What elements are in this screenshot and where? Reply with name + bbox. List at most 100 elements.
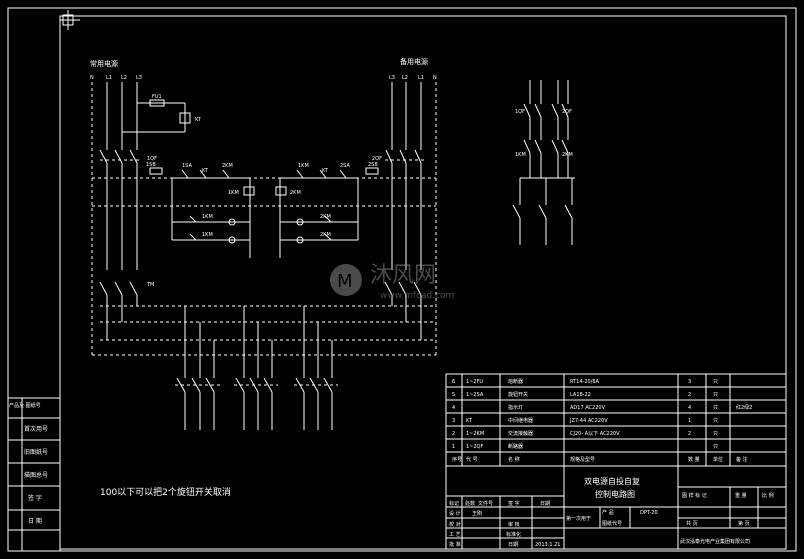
watermark-text: 沐风网	[370, 263, 436, 288]
tb-design: 设 计	[449, 510, 461, 517]
bom-row-3-unit: 只	[713, 405, 718, 411]
bom-row-1-qty: 3	[688, 379, 691, 385]
bom-header-no: 序号	[452, 456, 462, 463]
left-control-circuit: 1SB 1SA KT 2KM 1KM 1KM 1KM	[146, 162, 255, 258]
bom-row-4-qty: 1	[688, 418, 691, 424]
bom-row-2-spec: LA18-22	[570, 392, 591, 398]
strip-cell-4: 描图总号	[24, 471, 48, 479]
bom-row-6-name: 断路器	[508, 443, 523, 450]
bom-header-name: 名 称	[508, 456, 520, 463]
outer-frame	[7, 7, 797, 552]
standby-phase-l3: L3	[389, 75, 395, 81]
tb-sample-mark: 图 样 标 记	[682, 492, 707, 499]
bom-row-6-unit: 只	[713, 444, 718, 450]
output-busbars	[92, 305, 436, 356]
km1-aux-label-2: 1KM	[202, 232, 213, 238]
bom-table	[445, 373, 787, 467]
fu-left-label: FU1	[152, 94, 162, 100]
strip-cell-6: 日 期	[28, 517, 42, 525]
main-feeder-lines	[91, 82, 437, 355]
right-control-circuit: 2SB 1KM KT 2SA 2KM 2KM 2KM	[275, 162, 379, 258]
bom-row-1-no: 6	[452, 379, 455, 385]
bom-row-1-code: 1~2FU	[466, 379, 483, 385]
standby-phase-n: N	[433, 75, 437, 81]
km1-aux-label: 1KM	[202, 214, 213, 220]
watermark-url: www.mfcad.com	[380, 291, 454, 301]
bom-row-2-qty: 2	[688, 392, 691, 398]
main-phase-l3: L3	[136, 75, 142, 81]
tb-file-no: 文件号	[478, 500, 493, 507]
feeder-drops	[175, 306, 338, 430]
km1-nc-label: 1KM	[298, 163, 309, 169]
tb-product: 产 品	[602, 509, 614, 516]
bom-header-qty: 数 量	[688, 456, 700, 463]
tb-page: 第 页	[738, 520, 750, 527]
sb-left-label: 1SB	[146, 162, 156, 168]
sa1-label: 1SA	[182, 163, 192, 169]
bom-row-1-name: 熔断器	[508, 378, 523, 385]
tm-label: TM	[146, 282, 154, 288]
bom-row-4-spec: JZ7-44 AC220V	[569, 418, 608, 424]
bom-header-spec: 规格及型号	[570, 456, 595, 463]
sb-right-label: 2SB	[368, 162, 378, 168]
tb-count: 处数	[465, 500, 475, 507]
title-block: 双电源自投自复 控制电路图 标记 处数 文件号 签 字 日期 设 计 王刚 校 …	[445, 465, 787, 550]
bom-row-4-code: KT	[466, 418, 473, 424]
bom-row-2-name: 旋钮开关	[508, 391, 528, 398]
km2-aux-label: 2KM	[320, 214, 331, 220]
bom-row-3-no: 4	[452, 405, 455, 411]
bom-header-note: 备 注	[736, 456, 748, 463]
origin-marker	[60, 10, 80, 30]
bom-row-5-no: 2	[452, 431, 455, 437]
main-phase-n: N	[90, 75, 94, 81]
bom-row-3-qty: 4	[688, 405, 691, 411]
tb-review: 审 核	[508, 521, 520, 528]
kt-contact-right: KT	[322, 168, 329, 174]
main-source-label: 常用电源	[90, 59, 118, 68]
standby-source-label: 备用电源	[400, 57, 428, 66]
kt-contact-left: KT	[202, 168, 209, 174]
tb-product-code: DPT-20	[640, 510, 658, 516]
bom-row-4-name: 中间继电器	[508, 417, 533, 424]
tb-weight: 重 量	[735, 492, 747, 499]
strip-cell-3: 旧图纸号	[24, 448, 48, 456]
small-km1-label: 1KM	[515, 152, 526, 158]
bom-row-1-unit: 只	[713, 379, 718, 385]
qf-left-label: 1QF	[147, 156, 157, 162]
title-line-2: 控制电路图	[595, 489, 635, 499]
left-revision-strip: 产品及 图纸号 首次用号 旧图纸号 描图总号 签 字 日 期	[7, 397, 61, 552]
strip-cell-2: 首次用号	[24, 425, 48, 433]
bom-row-2-code: 1~2SA	[466, 392, 484, 398]
contactor-2km-main	[384, 281, 422, 340]
bom-row-4-unit: 只	[713, 418, 718, 424]
tb-approve: 批 准	[449, 541, 461, 548]
tb-drawing-code: 图纸代号	[602, 520, 622, 527]
main-breaker-right: 2QF	[372, 149, 425, 270]
simplified-diagram: 1QF 2QF 1KM 2KM	[512, 80, 575, 245]
bom-row-5-name: 交流接触器	[508, 430, 533, 437]
small-qf2-label: 2QF	[562, 109, 572, 115]
tb-mark: 标记	[449, 500, 459, 507]
fuse-relay-left: FU1 KT	[122, 94, 202, 133]
tb-date-2: 日期	[508, 542, 518, 548]
small-km2-label: 2KM	[562, 152, 573, 158]
tb-first-use: 第一次用于	[566, 515, 591, 522]
main-phase-l1: L1	[106, 75, 112, 81]
kt-left-label: KT	[195, 117, 202, 123]
bom-row-3-name: 指示灯	[508, 404, 523, 411]
strip-cell-5: 签 字	[28, 494, 42, 502]
bom-row-6-no: 1	[452, 444, 455, 450]
tb-designer: 王刚	[472, 510, 482, 517]
qf-right-label: 2QF	[372, 156, 382, 162]
sa2-label: 2SA	[340, 163, 350, 169]
main-phase-l2: L2	[121, 75, 127, 81]
km2-coil-label: 2KM	[290, 190, 301, 196]
bom-row-5-unit: 只	[713, 431, 718, 437]
tb-company: 武汉泓泰光电产业集团有限公司	[680, 538, 750, 545]
tb-check: 校 对	[449, 521, 461, 528]
km2-aux-label-2: 2KM	[320, 232, 331, 238]
tb-scale: 比 例	[762, 492, 774, 499]
km1-coil-label: 1KM	[228, 190, 239, 196]
drawing-note: 100以下可以把2个旋钮开关取消	[100, 486, 231, 498]
